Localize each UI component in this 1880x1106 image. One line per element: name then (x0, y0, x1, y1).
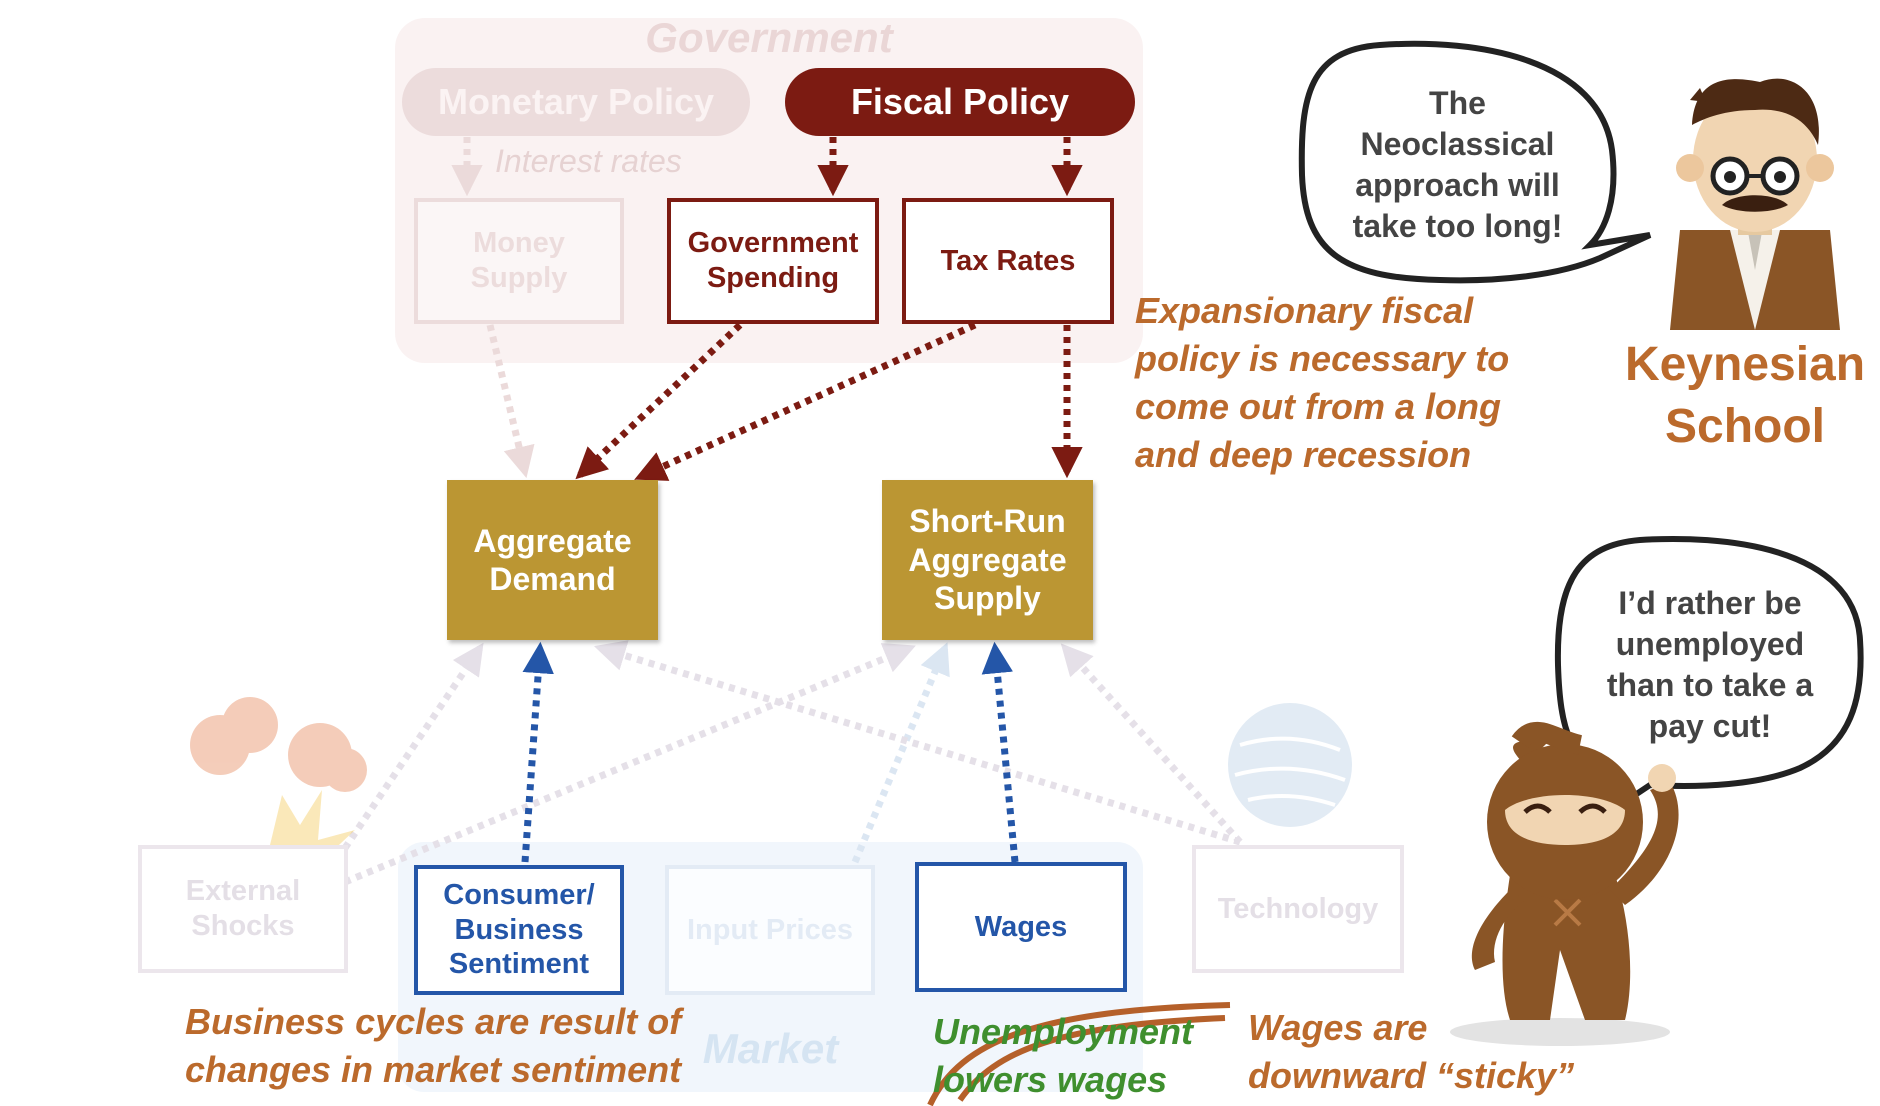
government-title: Government (645, 14, 893, 61)
arrow-sentiment-to-ad (521, 641, 554, 863)
ninja-speech-bubble (1554, 535, 1864, 823)
aggregate-demand-node: Aggregate Demand (447, 480, 658, 640)
keynesian-school-label: Keynesian School (1624, 338, 1866, 453)
arrow-shocks-to-sras (343, 643, 916, 886)
input-prices-node: Input Prices (665, 865, 875, 995)
short-run-aggregate-supply-node: Short-Run Aggregate Supply (882, 480, 1093, 640)
technology-node: Technology (1192, 845, 1404, 973)
arrow-tax-rates-to-ad (634, 321, 977, 481)
interest-rates-label: Interest rates (495, 143, 682, 179)
fiscal-policy-pill: Fiscal Policy (785, 68, 1135, 136)
ninja-speech-text: I’d rather be unemployed than to take a … (1606, 585, 1814, 744)
arrow-gov-spending-to-ad (575, 322, 743, 480)
unemployment-note: Unemployment lowers wages (933, 1011, 1194, 1100)
wages-node: Wages (915, 862, 1127, 992)
arrow-shocks-to-ad (342, 642, 484, 850)
external-shocks-node: External Shocks (138, 845, 348, 973)
arrow-wages-to-sras (981, 641, 1019, 863)
ninja-character-icon (1450, 721, 1679, 1046)
government-spending-node: Government Spending (667, 198, 879, 324)
tax-rates-node: Tax Rates (902, 198, 1114, 324)
technology-globe-icon (1228, 703, 1352, 827)
arrow-technology-to-sras (1060, 643, 1243, 845)
arrow-technology-to-ad (593, 640, 1242, 846)
consumer-business-sentiment-node: Consumer/ Business Sentiment (414, 865, 624, 995)
money-supply-node: Money Supply (414, 198, 624, 324)
market-title: Market (702, 1025, 839, 1072)
keynesian-speech-bubble (1298, 40, 1652, 284)
crossout-squiggle (927, 1002, 1231, 1106)
keynesian-character-icon (1670, 78, 1840, 330)
arrow-input-prices-to-sras (851, 642, 950, 864)
market-sentiment-note: Business cycles are result of changes in… (185, 1001, 682, 1090)
monetary-policy-pill: Monetary Policy (402, 68, 750, 136)
keynesian-speech-text: The Neoclassical approach will take too … (1352, 85, 1563, 244)
fiscal-policy-note: Expansionary fiscal policy is necessary … (1135, 290, 1510, 475)
explosion-icon (190, 697, 367, 858)
sticky-wages-note: Wages are downward “sticky” (1248, 1007, 1575, 1096)
arrow-money-supply-to-ad (486, 324, 535, 479)
